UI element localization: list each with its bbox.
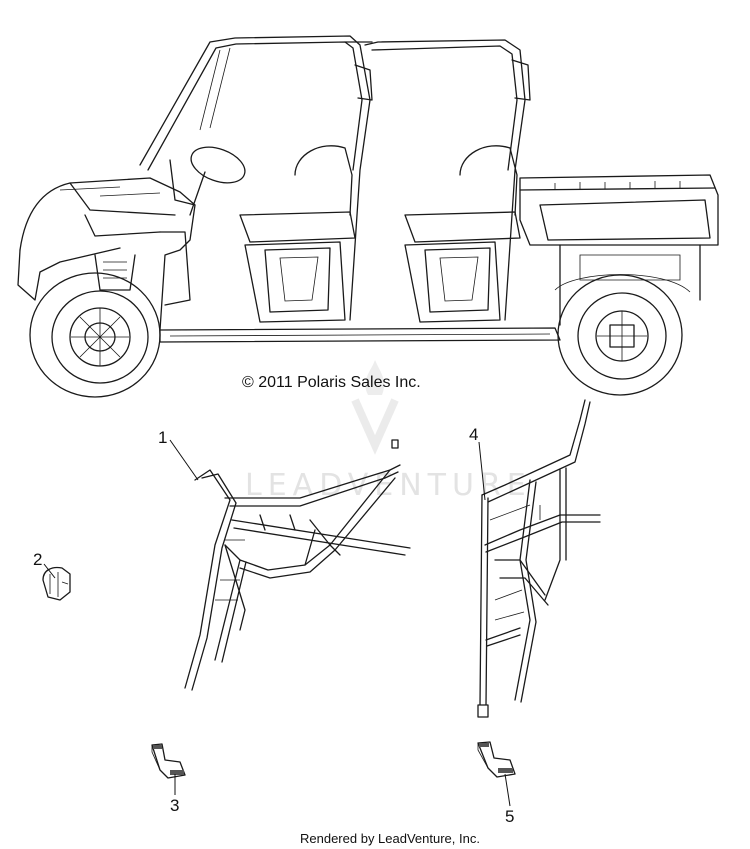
- callout-4-number: 4: [469, 425, 478, 444]
- rear-wheel: [557, 274, 683, 396]
- callout-3: 3: [170, 774, 179, 815]
- front-seat: [239, 145, 356, 323]
- cargo-box: [519, 174, 719, 326]
- callout-5-number: 5: [505, 807, 514, 826]
- watermark: LEADVENTURE: [245, 360, 532, 503]
- callout-3-number: 3: [170, 796, 179, 815]
- vehicle-illustration: [17, 35, 719, 398]
- callout-1-number: 1: [158, 428, 167, 447]
- leadventure-logo-icon: [351, 360, 399, 455]
- callout-4-leader: [478, 441, 486, 501]
- copyright-text: © 2011 Polaris Sales Inc.: [242, 374, 421, 391]
- watermark-text: LEADVENTURE: [245, 468, 532, 503]
- front-wheel: [29, 272, 161, 398]
- part-2-cap: [42, 566, 71, 601]
- part-4-rear-door-frame: [477, 399, 601, 718]
- footer-rendered-by: Rendered by LeadVenture, Inc.: [300, 831, 480, 846]
- part-5-hinge-bracket: [477, 741, 516, 778]
- callout-2: 2: [33, 550, 56, 579]
- callout-1: 1: [158, 428, 199, 481]
- callout-5: 5: [504, 773, 514, 826]
- callout-4: 4: [469, 425, 486, 501]
- rear-seat: [404, 145, 521, 323]
- callout-2-number: 2: [33, 550, 42, 569]
- roll-cage: [139, 35, 531, 321]
- callout-5-leader: [504, 773, 511, 807]
- callout-2-leader: [43, 563, 56, 579]
- part-1-front-door-frame: [184, 439, 411, 691]
- part-3-hinge-bracket: [151, 743, 186, 779]
- callout-1-leader: [169, 439, 199, 481]
